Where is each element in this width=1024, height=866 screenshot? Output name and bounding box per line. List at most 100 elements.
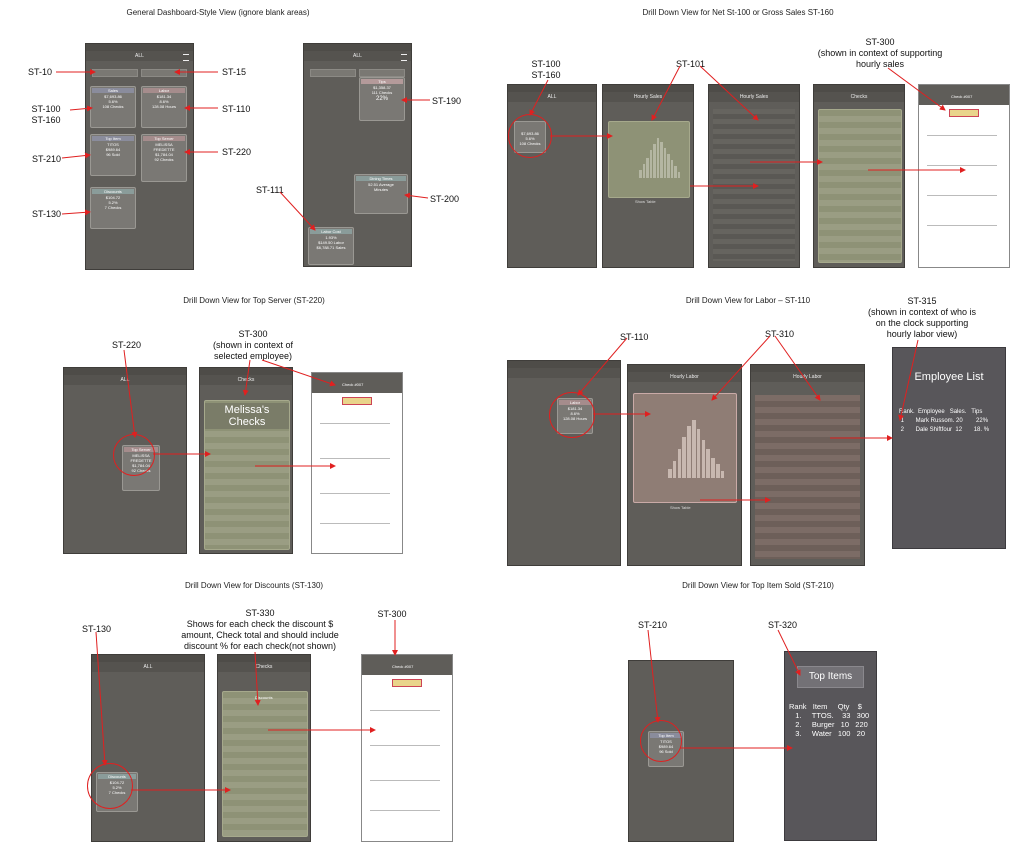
receipt-line xyxy=(370,810,440,811)
chart-bar xyxy=(660,142,663,178)
nav-title: ALL xyxy=(353,53,362,59)
chart-bar xyxy=(677,172,681,178)
status-bar xyxy=(304,44,411,51)
toggle-right[interactable] xyxy=(359,69,405,77)
top-item-card[interactable]: Top Item TITOS $989.64 96 Sold xyxy=(90,134,136,176)
dining-times-card-value-b: Minutes xyxy=(373,187,388,192)
sales-card[interactable]: Sales $7,693.86 5.6% 108 Checks xyxy=(90,86,136,128)
nav-bar xyxy=(304,51,411,61)
label-st220: ST-220 xyxy=(222,147,252,157)
nav-title: Checks xyxy=(237,377,255,383)
top-server-card-name-a: MELISSA xyxy=(155,142,173,147)
highlight-circle xyxy=(549,392,595,438)
top-server-card-title: Top Server xyxy=(143,136,185,141)
receipt-line xyxy=(370,745,440,746)
chart-bar xyxy=(716,463,720,478)
receipt-header-bar xyxy=(919,85,1009,105)
dining-times-card[interactable]: Dining Times 52.51 Average Minutes xyxy=(354,174,408,214)
sales-card-pct: 5.6% xyxy=(108,99,118,104)
menu-icon[interactable] xyxy=(183,54,189,61)
menu-icon[interactable] xyxy=(401,54,407,61)
check-receipt-phone: Check #007 xyxy=(918,84,1010,268)
label-st15: ST-15 xyxy=(222,67,247,77)
tips-card-value: $1,358.37 xyxy=(373,85,391,90)
arrow xyxy=(777,629,801,676)
dashboard-phone-main: ALL Sales $7,693.86 5.6% 108 Checks Labo… xyxy=(85,43,194,270)
label-st330: ST-330 xyxy=(245,608,275,618)
nav-bar xyxy=(508,368,620,378)
arrow xyxy=(898,339,919,421)
section-title-top-server: Drill Down View for Top Server (ST-220) xyxy=(183,296,325,305)
discounts-card[interactable]: Discounts $104.72 5.2% 7 Checks xyxy=(90,187,136,229)
chart-bar xyxy=(720,471,725,478)
nav-bar xyxy=(814,92,904,102)
restaurant-logo xyxy=(342,397,372,405)
section-title-net-gross: Drill Down View for Net St-100 or Gross … xyxy=(642,8,834,17)
label-st300-emp-b: selected employee) xyxy=(213,351,293,361)
arrow xyxy=(711,335,771,401)
discounts-card-checks: 7 Checks xyxy=(104,205,122,210)
arrow xyxy=(61,209,91,216)
receipt-title: Check #007 xyxy=(392,664,414,669)
toggle-left[interactable] xyxy=(310,69,356,77)
status-bar xyxy=(508,85,596,92)
label-st320: ST-320 xyxy=(768,620,798,630)
receipt-line xyxy=(320,523,390,524)
nav-bar xyxy=(86,51,193,61)
arrow xyxy=(651,65,681,121)
discounts-card-title: Discounts xyxy=(92,189,134,194)
chart-bar xyxy=(642,164,646,178)
chart-bar xyxy=(667,154,670,178)
show-table-button[interactable]: Show Table xyxy=(635,199,656,204)
hourly-sales-bars xyxy=(639,138,683,178)
label-st130-b: ST-130 xyxy=(82,624,112,634)
labor-card-title: Labor xyxy=(143,88,185,93)
nav-bar xyxy=(508,92,596,102)
status-bar xyxy=(200,368,292,375)
chart-bar xyxy=(692,420,696,478)
checks-list-panel xyxy=(818,109,902,263)
labor-cost-card[interactable]: Labor Cost 1.93% $149.50 Labor $6,788.71… xyxy=(308,227,354,265)
tips-card-title: Tips xyxy=(361,79,403,84)
status-bar xyxy=(751,365,864,372)
top-server-card-checks: 92 Checks xyxy=(154,157,174,162)
top-server-card[interactable]: Top Server MELISSA FREDETTE $1,784.04 92… xyxy=(141,134,187,182)
tips-card[interactable]: Tips $1,358.37 111 Checks 22% xyxy=(359,77,405,121)
employee-list-header: Rank. Employee Sales. Tips xyxy=(899,409,983,415)
receipt-line xyxy=(927,165,997,166)
status-bar xyxy=(603,85,693,92)
nav-title: Hourly Labor xyxy=(670,374,699,380)
discounts-panel-title: Discounts xyxy=(255,695,273,700)
toggle-right[interactable] xyxy=(141,69,187,77)
dashboard-phone-secondary: ALL Tips $1,358.37 111 Checks 22% Dining… xyxy=(303,43,412,267)
chart-bar xyxy=(706,449,710,478)
labor-card[interactable]: Labor $181.34 8.6% 128.08 Hours xyxy=(141,86,187,128)
employee-list-panel: Employee List Rank. Employee Sales. Tips… xyxy=(892,347,1006,549)
restaurant-logo xyxy=(949,109,979,117)
arrow xyxy=(95,631,108,766)
status-bar xyxy=(709,85,799,92)
labor-cost-card-pct: 1.93% xyxy=(325,235,337,240)
chart-bar xyxy=(656,138,660,178)
nav-bar xyxy=(751,372,864,382)
receipt-line xyxy=(927,195,997,196)
chart-bar xyxy=(649,150,653,178)
top-items-panel: Top Items Rank Item Qty $ 1. TTOS. 33 30… xyxy=(784,651,877,841)
chart-bar xyxy=(653,144,656,178)
arrow xyxy=(254,651,261,706)
chart-bar xyxy=(696,428,701,478)
highlight-circle xyxy=(87,763,133,809)
show-table-button[interactable]: Show Table xyxy=(670,505,691,510)
nav-bar xyxy=(92,662,204,672)
discounts-card-pct: 5.2% xyxy=(108,200,118,205)
receipt-line xyxy=(370,780,440,781)
label-st190: ST-190 xyxy=(432,96,462,106)
label-st101: ST-101 xyxy=(676,59,706,69)
top-item-card-value: $989.64 xyxy=(105,147,121,152)
highlight-circle xyxy=(640,720,682,762)
arrow xyxy=(529,79,549,116)
label-st160-b: ST-160 xyxy=(531,70,561,80)
receipt-line xyxy=(320,458,390,459)
label-st315-note-a: (shown in context of who is xyxy=(867,307,977,317)
